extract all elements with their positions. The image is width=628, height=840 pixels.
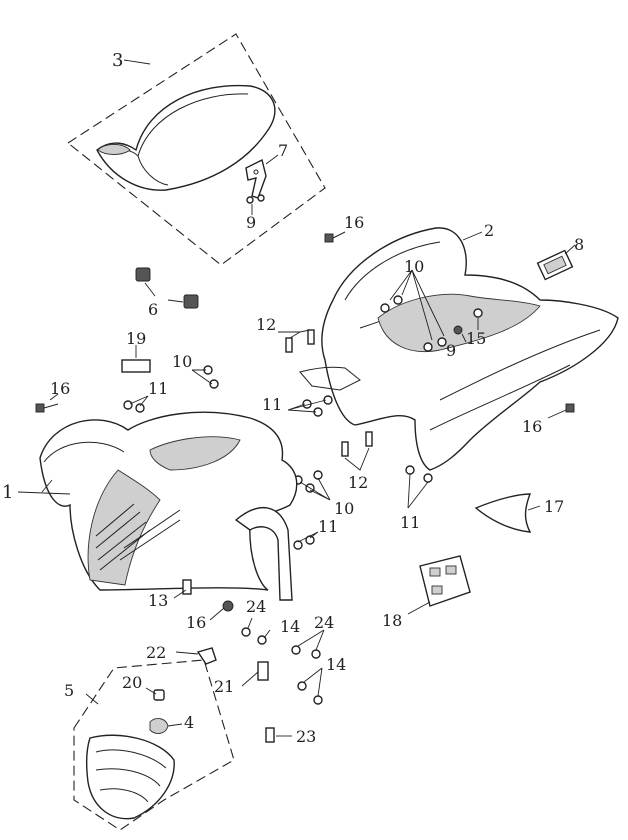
label-6: 6 — [148, 300, 158, 319]
reflector — [536, 244, 576, 281]
part-number-labels: 1 2 3 4 5 6 7 8 9 9 10 10 10 11 11 11 11… — [2, 50, 584, 746]
label-18: 18 — [382, 611, 402, 630]
label-3: 3 — [112, 50, 123, 71]
rubber-bushings — [135, 267, 199, 309]
label-12-lower: 12 — [348, 473, 368, 492]
headlight — [85, 734, 175, 820]
label-11-right: 11 — [400, 513, 420, 532]
label-2: 2 — [484, 221, 494, 240]
label-12-top: 12 — [256, 315, 276, 334]
label-7: 7 — [278, 141, 288, 160]
label-15: 15 — [466, 329, 486, 348]
label-11-left: 11 — [148, 379, 168, 398]
front-fender — [17, 411, 298, 601]
label-11-center: 11 — [262, 395, 282, 414]
label-9-top: 9 — [246, 213, 256, 232]
label-11-lower: 11 — [318, 517, 338, 536]
seat-latch — [245, 158, 267, 204]
label-19: 19 — [126, 329, 146, 348]
label-17: 17 — [544, 497, 564, 516]
side-panels — [407, 493, 541, 615]
label-13: 13 — [148, 591, 168, 610]
lower-fasteners — [173, 579, 325, 743]
label-5: 5 — [64, 681, 74, 700]
rear-fender — [299, 227, 619, 471]
label-16-right: 16 — [522, 417, 542, 436]
label-10-center: 10 — [334, 499, 354, 518]
center-fasteners — [35, 365, 433, 550]
label-16-top: 16 — [344, 213, 364, 232]
headlight-assembly — [73, 659, 235, 831]
label-10-left: 10 — [172, 352, 192, 371]
decal-19 — [121, 345, 151, 373]
label-4: 4 — [184, 713, 194, 732]
label-1: 1 — [2, 482, 13, 503]
label-23: 23 — [296, 727, 316, 746]
label-24-center: 24 — [246, 597, 266, 616]
label-9-right: 9 — [446, 341, 456, 360]
label-14-right: 14 — [326, 655, 346, 674]
label-22: 22 — [146, 643, 166, 662]
label-20: 20 — [122, 673, 142, 692]
rear-fasteners — [324, 231, 575, 419]
label-24-right: 24 — [314, 613, 334, 632]
label-14-center: 14 — [280, 617, 300, 636]
clips-12 — [278, 329, 373, 471]
label-8: 8 — [574, 235, 584, 254]
label-21: 21 — [214, 677, 234, 696]
label-10-top: 10 — [404, 257, 424, 276]
label-16-lower: 16 — [186, 613, 206, 632]
seat-assembly-group — [67, 33, 326, 266]
label-16-left: 16 — [50, 379, 70, 398]
